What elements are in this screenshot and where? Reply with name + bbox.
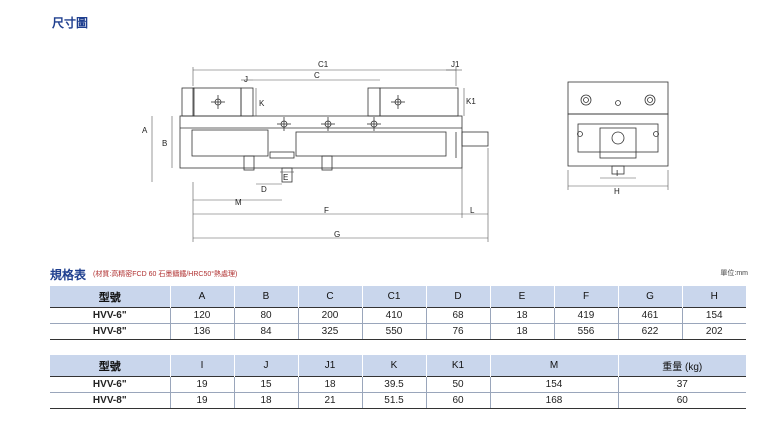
front-screw-end [461, 131, 489, 147]
table-cell: 37 [618, 376, 746, 393]
dim-label-l: L [470, 206, 475, 215]
table-header: C [298, 286, 363, 308]
table-cell: 556 [554, 323, 619, 340]
dim-label-a: A [142, 126, 148, 135]
dimension-drawing: C1 C J1 J K K1 A B M D E F L G I H [142, 60, 669, 242]
table-header: D [426, 286, 491, 308]
table-cell: 18 [490, 307, 555, 324]
table-row: HVV-6" 19 15 18 39.5 50 154 37 [50, 376, 746, 393]
table-cell: HVV-6" [50, 307, 171, 324]
table-cell: 325 [298, 323, 363, 340]
dim-label-g: G [334, 230, 340, 239]
table-cell: 51.5 [362, 392, 427, 409]
table-header: A [170, 286, 235, 308]
table-cell: 60 [426, 392, 491, 409]
side-view [567, 81, 669, 175]
spec-table-1: 型號 A B C C1 D E F G H HVV-6" 120 80 200 … [50, 286, 746, 340]
dim-label-d: D [261, 185, 267, 194]
table-cell: 18 [234, 392, 299, 409]
table-cell: 60 [618, 392, 746, 409]
dim-label-c1: C1 [318, 60, 329, 69]
table-cell: 80 [234, 307, 299, 324]
spec-table-2: 型號 I J J1 K K1 M 重量 (kg) HVV-6" 19 15 18… [50, 355, 746, 409]
table-header: I [170, 355, 235, 377]
front-jaw-left-outer [181, 87, 195, 117]
table-header: J [234, 355, 299, 377]
table-header: J1 [298, 355, 363, 377]
table-cell: 202 [682, 323, 746, 340]
table-cell: 154 [682, 307, 746, 324]
table-header: K [362, 355, 427, 377]
table-cell: 84 [234, 323, 299, 340]
table-cell: 200 [298, 307, 363, 324]
table-header-row: 型號 I J J1 K K1 M 重量 (kg) [50, 355, 746, 377]
table-cell: 39.5 [362, 376, 427, 393]
dim-label-k1: K1 [466, 97, 476, 106]
dim-label-k: K [259, 99, 265, 108]
table-cell: 19 [170, 392, 235, 409]
table-cell: 21 [298, 392, 363, 409]
dim-label-j: J [244, 75, 248, 84]
spec-material-note: (材質:高精密FCD 60 石墨鑄鐵/HRC50°熱處理) [93, 271, 238, 278]
table-header: 型號 [50, 286, 171, 308]
table-cell: 50 [426, 376, 491, 393]
table-cell: HVV-8" [50, 323, 171, 340]
table-cell: 419 [554, 307, 619, 324]
table-cell: 68 [426, 307, 491, 324]
table-header-row: 型號 A B C C1 D E F G H [50, 286, 746, 308]
dim-label-b: B [162, 139, 167, 148]
table-cell: 461 [618, 307, 683, 324]
table-cell: 18 [298, 376, 363, 393]
dim-label-m: M [235, 198, 242, 207]
table-header: B [234, 286, 299, 308]
table-cell: 18 [490, 323, 555, 340]
table-cell: 622 [618, 323, 683, 340]
table-row: HVV-6" 120 80 200 410 68 18 419 461 154 [50, 307, 746, 324]
table-cell: 120 [170, 307, 235, 324]
table-header: K1 [426, 355, 491, 377]
dim-label-e: E [283, 173, 288, 182]
table-cell: 550 [362, 323, 427, 340]
table-cell: HVV-8" [50, 392, 171, 409]
table-cell: 168 [490, 392, 619, 409]
table-cell: 19 [170, 376, 235, 393]
spec-title: 規格表 [50, 268, 87, 282]
section-title-dimensions: 尺寸圖 [52, 16, 89, 30]
table-header: M [490, 355, 619, 377]
table-header: E [490, 286, 555, 308]
table-header: 重量 (kg) [618, 355, 746, 377]
table-row: HVV-8" 136 84 325 550 76 18 556 622 202 [50, 323, 746, 340]
table-cell: 76 [426, 323, 491, 340]
dim-label-j1: J1 [451, 60, 460, 69]
table-header: C1 [362, 286, 427, 308]
table-row: HVV-8" 19 18 21 51.5 60 168 60 [50, 392, 746, 409]
table-header: G [618, 286, 683, 308]
table-cell: 136 [170, 323, 235, 340]
table-header: 型號 [50, 355, 171, 377]
dim-label-i: I [616, 169, 618, 178]
unit-label: 單位:mm [720, 270, 748, 277]
table-cell: HVV-6" [50, 376, 171, 393]
table-cell: 154 [490, 376, 619, 393]
table-header: H [682, 286, 746, 308]
dim-label-h: H [614, 187, 620, 196]
dim-label-f: F [324, 206, 329, 215]
table-header: F [554, 286, 619, 308]
dim-label-c: C [314, 71, 320, 80]
table-cell: 410 [362, 307, 427, 324]
table-cell: 15 [234, 376, 299, 393]
